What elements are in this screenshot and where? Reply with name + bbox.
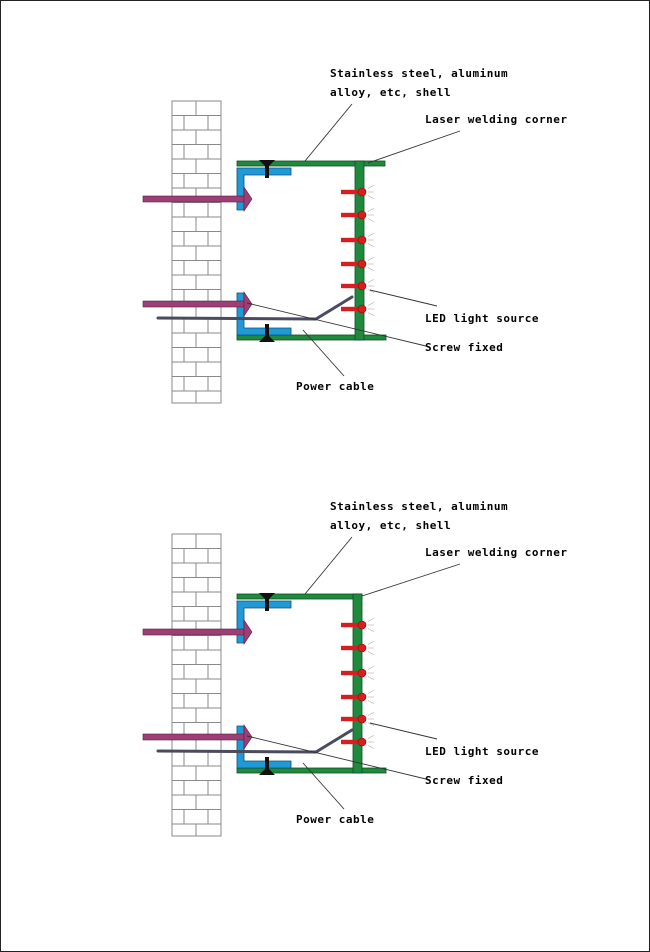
screw-fixed-label: Screw fixed <box>425 774 504 787</box>
led-light <box>357 620 367 630</box>
shell-top-wall <box>236 160 386 167</box>
light-ray <box>367 641 375 645</box>
mounting-bracket-top <box>236 167 292 211</box>
installation-diagram <box>142 100 461 404</box>
wall-anchor-screw <box>142 628 245 636</box>
power-cable-label: Power cable <box>296 380 375 393</box>
light-ray <box>367 690 375 694</box>
fixing-screw-top <box>259 593 275 611</box>
power-cable-line <box>156 295 354 321</box>
shell-label-line2: alloy, etc, shell <box>330 519 452 532</box>
led-stem <box>341 694 358 700</box>
led-light <box>357 304 367 314</box>
led-light <box>357 259 367 269</box>
light-ray <box>367 279 375 283</box>
light-ray <box>367 651 375 655</box>
led-stem <box>341 261 358 267</box>
light-ray <box>367 302 375 306</box>
leader-line-cable <box>302 329 345 377</box>
light-ray <box>367 185 375 189</box>
light-ray <box>367 722 375 726</box>
shell-top-wall <box>236 593 363 600</box>
led-stem <box>341 237 358 243</box>
wall-anchor-screw-head <box>243 724 253 750</box>
brick-wall <box>171 100 222 404</box>
led-light <box>357 714 367 724</box>
led-stem <box>341 716 358 722</box>
power-cable-line <box>156 728 354 754</box>
light-ray <box>367 666 375 670</box>
wall-anchor-screw-head <box>243 619 253 645</box>
power-cable-label: Power cable <box>296 813 375 826</box>
led-stem <box>341 283 358 289</box>
mounting-bracket-top <box>236 600 292 644</box>
light-ray <box>367 745 375 749</box>
led-stem <box>341 622 358 628</box>
installation-diagram <box>142 533 461 837</box>
leader-line-shell <box>304 103 353 162</box>
led-light <box>357 668 367 678</box>
leader-line-screw <box>246 735 431 781</box>
shell-label-line2: alloy, etc, shell <box>330 86 452 99</box>
led-stem <box>341 739 358 745</box>
fixing-screw-bottom <box>259 324 275 342</box>
led-light <box>357 737 367 747</box>
shell-front-panel <box>354 160 365 341</box>
shell-label-line1: Stainless steel, aluminum <box>330 500 509 513</box>
leader-line-laser <box>367 130 461 164</box>
light-ray <box>367 628 375 632</box>
led-light-label: LED light source <box>425 745 539 758</box>
light-ray <box>367 208 375 212</box>
wall-anchor-screw-head <box>243 291 253 317</box>
led-stem <box>341 189 358 195</box>
led-stem <box>341 670 358 676</box>
laser-welding-label: Laser welding corner <box>425 546 568 559</box>
light-ray <box>367 712 375 716</box>
light-ray <box>367 700 375 704</box>
leader-line-laser <box>361 563 461 597</box>
led-light-label: LED light source <box>425 312 539 325</box>
leader-line-led <box>369 722 438 740</box>
light-ray <box>367 289 375 293</box>
light-ray <box>367 195 375 199</box>
led-light <box>357 692 367 702</box>
wall-anchor-screw <box>142 300 245 308</box>
light-ray <box>367 218 375 222</box>
light-ray <box>367 735 375 739</box>
leader-line-screw <box>246 302 431 348</box>
light-ray <box>367 618 375 622</box>
led-light <box>357 281 367 291</box>
light-ray <box>367 267 375 271</box>
led-light <box>357 187 367 197</box>
led-stem <box>341 306 358 312</box>
wall-anchor-screw <box>142 195 245 203</box>
fixing-screw-bottom <box>259 757 275 775</box>
brick-wall <box>171 533 222 837</box>
light-ray <box>367 243 375 247</box>
wall-anchor-screw-head <box>243 186 253 212</box>
fixing-screw-top <box>259 160 275 178</box>
leader-line-shell <box>304 536 353 595</box>
led-light <box>357 235 367 245</box>
led-stem <box>341 212 358 218</box>
led-stem <box>341 645 358 651</box>
led-light <box>357 210 367 220</box>
light-ray <box>367 233 375 237</box>
wall-anchor-screw <box>142 733 245 741</box>
laser-welding-label: Laser welding corner <box>425 113 568 126</box>
light-ray <box>367 312 375 316</box>
screw-fixed-label: Screw fixed <box>425 341 504 354</box>
shell-label-line1: Stainless steel, aluminum <box>330 67 509 80</box>
light-ray <box>367 257 375 261</box>
led-light <box>357 643 367 653</box>
light-ray <box>367 676 375 680</box>
leader-line-led <box>369 289 438 307</box>
shell-front-panel <box>352 593 363 774</box>
leader-line-cable <box>302 762 345 810</box>
